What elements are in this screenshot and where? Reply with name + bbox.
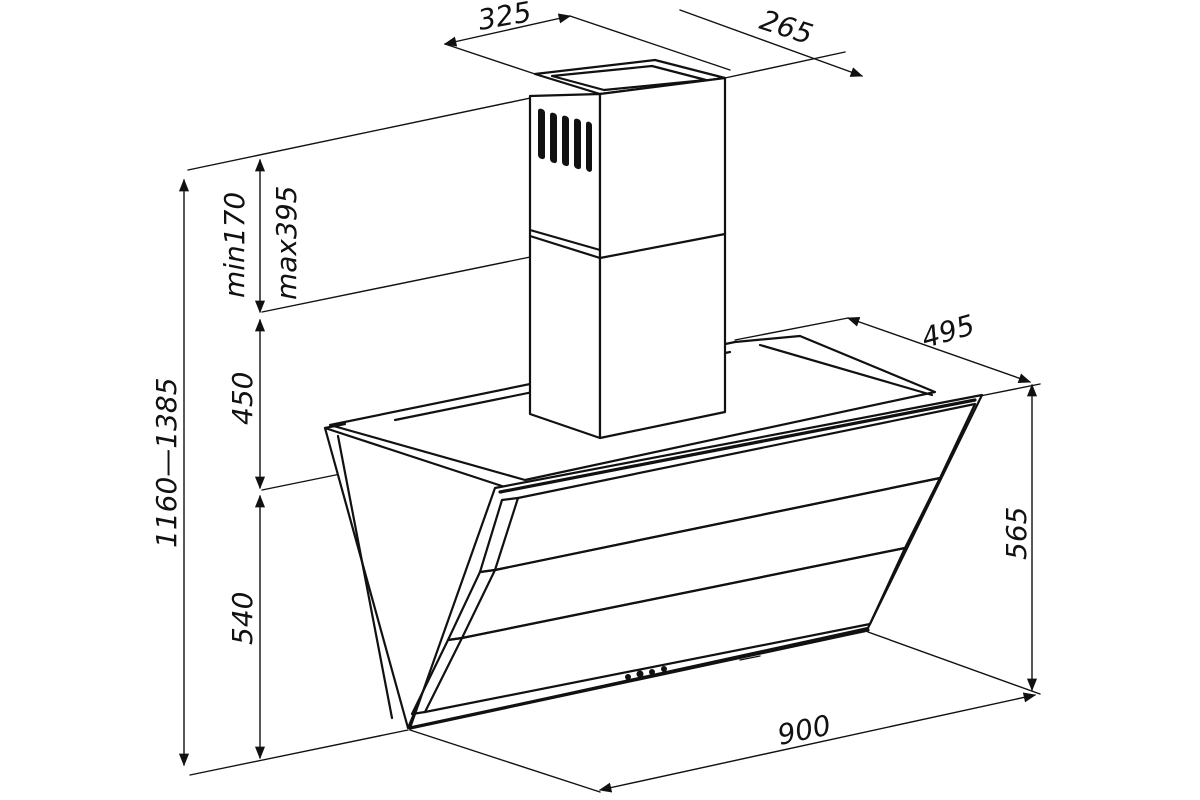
control-button-1 [625,674,631,680]
ext-line-hood-bottom [189,729,409,776]
label-chimney-depth: 265 [756,3,817,51]
ext-line-chimney-depth [724,51,846,79]
control-indicator [739,655,761,661]
ext-line-chimney-top [187,95,541,171]
vent-slots-icon [538,108,592,172]
deck-edge-line [758,343,934,397]
dim-line-chimney-depth [679,9,864,77]
control-button-3 [649,669,655,675]
chimney [528,58,727,440]
chimney-right-face [598,76,727,440]
label-upper-height: 450 [226,372,259,425]
dim-line-hood-depth [846,317,1032,383]
dim-line-chimney-width [443,13,572,47]
label-hood-width: 900 [775,708,834,751]
dim-line-hood-width [598,692,1037,793]
ext-line-chimney-width-right [569,15,731,71]
label-chimney-width: 325 [475,0,533,37]
ext-line-hood-depth-left [734,317,849,341]
ext-line-hood-height-bottom [867,631,1041,695]
side-panel-inner-edge [336,434,394,720]
label-total-height: 1160—1385 [150,377,183,548]
label-lower-height: 540 [226,592,259,645]
glass-top-edge [498,398,977,494]
dimension-lines [178,9,1041,793]
label-hood-depth: 495 [918,308,978,354]
chimney-section-joint-inner [528,228,602,252]
glass-bottom-edge [408,628,870,730]
label-chimney-min: min170 [218,192,251,298]
chimney-section-joint [528,232,727,260]
side-panel-corner [323,422,347,430]
label-hood-height: 565 [1000,507,1033,560]
hood-front-glass [408,393,984,730]
ext-line-hood-height-top [979,383,1041,397]
control-button-2 [636,670,644,678]
glass-strip-3 [423,546,907,714]
ext-line-chimney-width-left [444,43,536,75]
label-chimney-max: max395 [270,186,303,300]
ext-line-hood-width-left [409,729,601,793]
dimension-labels: 325 265 495 1160—1385 min170 max395 450 … [150,0,1033,752]
control-button-4 [661,666,667,672]
ext-line-chimney-joint [261,254,541,313]
